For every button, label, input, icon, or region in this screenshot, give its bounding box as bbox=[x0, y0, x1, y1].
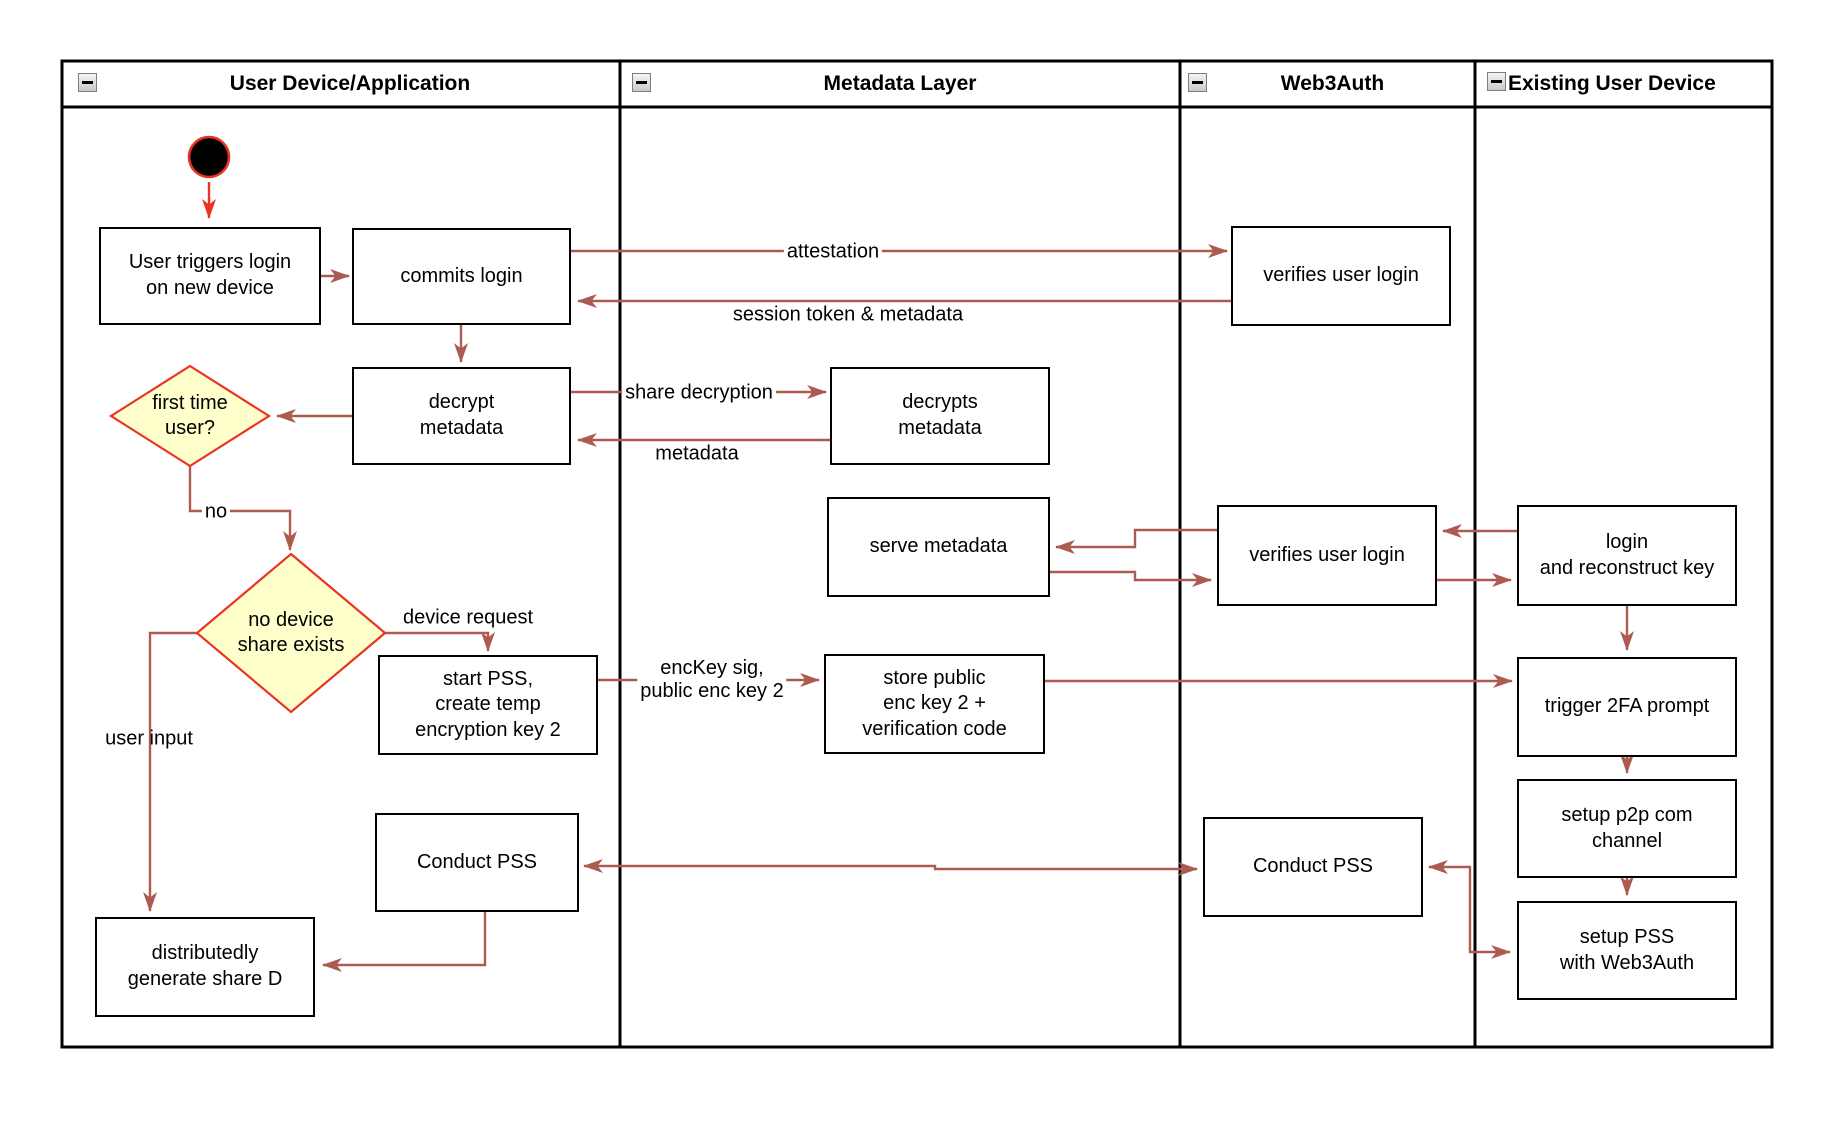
node-decrypt-metadata[interactable]: decrypt metadata bbox=[352, 367, 571, 465]
node-login-reconstruct-key[interactable]: login and reconstruct key bbox=[1517, 505, 1737, 606]
start-node bbox=[187, 135, 231, 179]
edge-label-metadata: metadata bbox=[655, 442, 739, 465]
decision-text-first-time-user: first time user? bbox=[152, 392, 228, 439]
edge-label-share-decryption: share decryption bbox=[622, 381, 776, 405]
edge-label-no: no bbox=[201, 500, 231, 524]
collapse-lane-existing-device-button[interactable] bbox=[1487, 72, 1506, 91]
node-verifies-login-2[interactable]: verifies user login bbox=[1217, 505, 1437, 606]
edge-label-session-token: session token & metadata bbox=[732, 303, 964, 326]
edge-conduct-pss-link bbox=[583, 859, 1198, 876]
decision-no-device-share[interactable] bbox=[195, 552, 387, 714]
lane-title-user-device: User Device/Application bbox=[229, 72, 471, 95]
node-commits-login[interactable]: commits login bbox=[352, 228, 571, 325]
decision-text-no-device-share: no device share exists bbox=[237, 609, 345, 656]
collapse-lane-metadata-button[interactable] bbox=[632, 73, 651, 92]
collapse-lane-web3auth-button[interactable] bbox=[1188, 73, 1207, 92]
collapse-lane-user-device-button[interactable] bbox=[78, 73, 97, 92]
edge-conductpss-setuppss bbox=[1428, 860, 1511, 959]
node-conduct-pss-user[interactable]: Conduct PSS bbox=[375, 813, 579, 912]
node-decrypts-metadata[interactable]: decrypts metadata bbox=[830, 367, 1050, 465]
node-setup-pss[interactable]: setup PSS with Web3Auth bbox=[1517, 901, 1737, 1000]
node-conduct-pss-web3auth[interactable]: Conduct PSS bbox=[1203, 817, 1423, 917]
lane-title-metadata-layer: Metadata Layer bbox=[823, 72, 977, 95]
edge-serve-to-verify2 bbox=[1050, 570, 1212, 587]
decision-first-time-user[interactable] bbox=[108, 364, 272, 468]
node-store-public-key[interactable]: store public enc key 2 + verification co… bbox=[824, 654, 1045, 754]
edge-label-attestation: attestation bbox=[783, 240, 883, 264]
node-verifies-login-1[interactable]: verifies user login bbox=[1231, 226, 1451, 326]
edge-user-input bbox=[143, 631, 197, 912]
node-user-triggers-login[interactable]: User triggers login on new device bbox=[99, 227, 321, 325]
edge-verify2-to-serve bbox=[1055, 528, 1217, 554]
node-serve-metadata[interactable]: serve metadata bbox=[827, 497, 1050, 597]
diagram-border bbox=[60, 59, 1774, 1049]
edge-conduct-to-generate bbox=[322, 912, 487, 972]
node-trigger-2fa[interactable]: trigger 2FA prompt bbox=[1517, 657, 1737, 757]
edge-label-device-request: device request bbox=[402, 606, 534, 629]
edge-label-enckey-sig: encKey sig, public enc key 2 bbox=[637, 657, 787, 703]
node-start-pss[interactable]: start PSS, create temp encryption key 2 bbox=[378, 655, 598, 755]
lane-title-web3auth: Web3Auth bbox=[1280, 72, 1385, 95]
node-generate-share-d[interactable]: distributedly generate share D bbox=[95, 917, 315, 1017]
lane-title-existing-user-device: Existing User Device bbox=[1508, 72, 1716, 95]
edge-device-request bbox=[385, 631, 495, 652]
edge-no-branch bbox=[188, 466, 297, 551]
edge-label-user-input: user input bbox=[105, 727, 193, 750]
node-setup-p2p[interactable]: setup p2p com channel bbox=[1517, 779, 1737, 878]
